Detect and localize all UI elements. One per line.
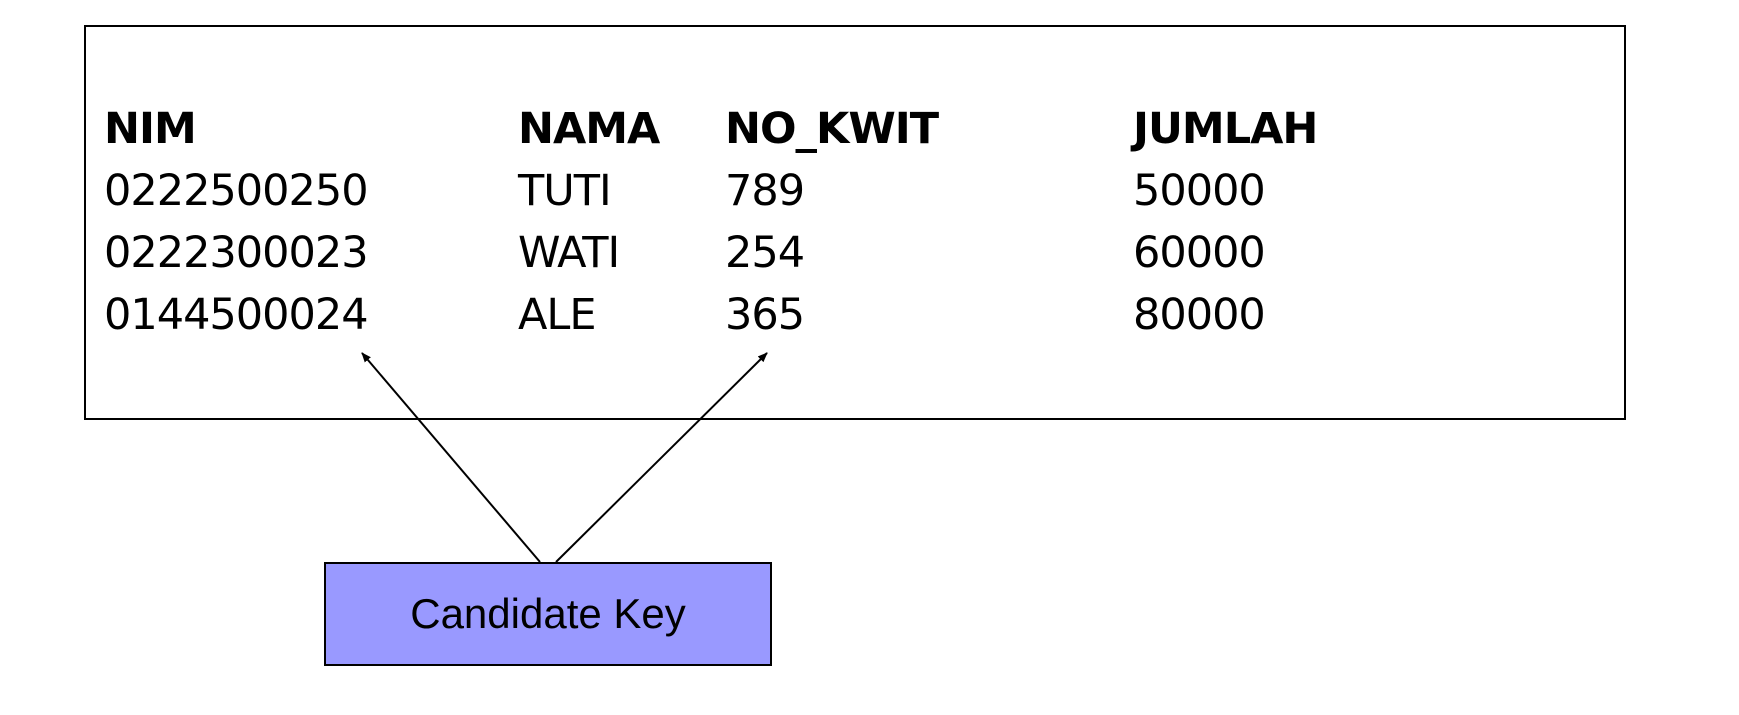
header-nim: NIM xyxy=(104,104,197,154)
table-cell: 0144500024 xyxy=(104,290,369,340)
header-no-kwit: NO_KWIT xyxy=(725,104,939,154)
table-cell: 254 xyxy=(725,228,805,278)
table-cell: ALE xyxy=(518,290,597,340)
arrow-to-no-kwit xyxy=(555,352,768,563)
table-cell: 789 xyxy=(725,166,805,216)
table-cell: TUTI xyxy=(518,166,612,216)
table-cell: 0222300023 xyxy=(104,228,369,278)
table-cell: 60000 xyxy=(1133,228,1266,278)
relation-table: NIM NAMA NO_KWIT JUMLAH 0222500250 TUTI … xyxy=(84,25,1626,420)
table-cell: 365 xyxy=(725,290,805,340)
table-cell: 0222500250 xyxy=(104,166,369,216)
arrow-to-nim xyxy=(361,352,541,563)
header-jumlah: JUMLAH xyxy=(1133,104,1318,154)
candidate-key-label: Candidate Key xyxy=(324,562,772,666)
table-cell: WATI xyxy=(518,228,620,278)
table-cell: 80000 xyxy=(1133,290,1266,340)
candidate-key-text: Candidate Key xyxy=(410,590,686,637)
table-cell: 50000 xyxy=(1133,166,1266,216)
header-nama: NAMA xyxy=(518,104,660,154)
